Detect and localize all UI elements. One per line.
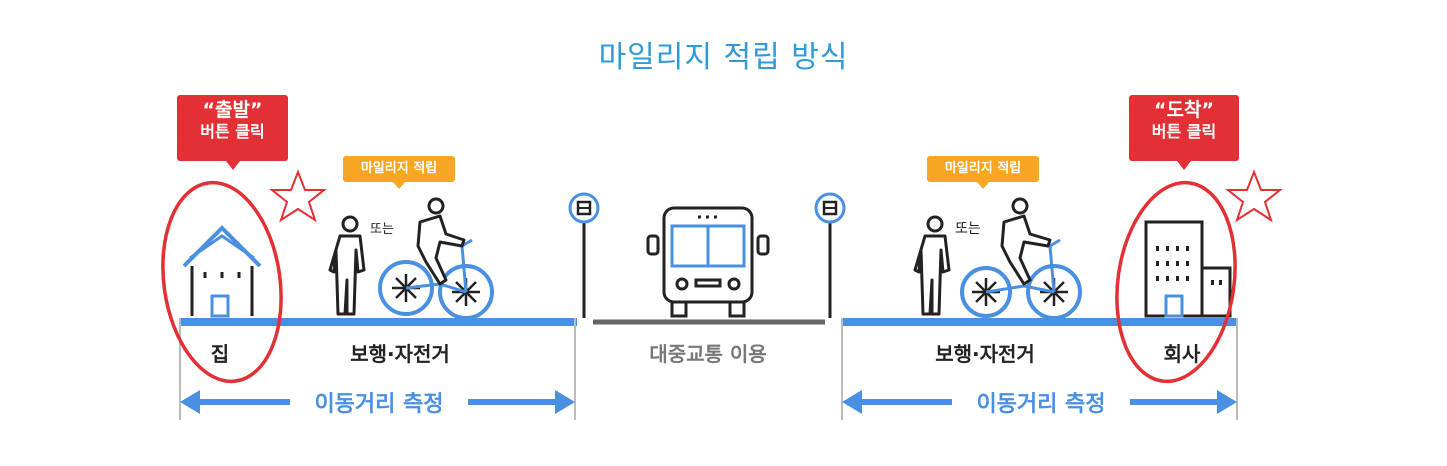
end-callout-line1: “도착” — [1154, 99, 1214, 121]
label-home: 집 — [210, 342, 230, 366]
bus-stop-icon — [568, 192, 600, 318]
pedestrian-icon — [913, 215, 951, 316]
bus-icon — [646, 206, 770, 318]
building-icon — [1144, 220, 1232, 318]
house-icon — [182, 225, 262, 318]
start-callout-line1: “출발” — [202, 99, 263, 121]
highlight-circle-start — [161, 180, 283, 384]
diagram-title: 마일리지 적립 방식 — [598, 40, 849, 75]
arrive-button-callout: “도착” 버튼 클릭 — [1129, 95, 1239, 170]
end-callout-line2: 버튼 클릭 — [1151, 122, 1217, 141]
cyclist-icon — [960, 197, 1082, 320]
or-text-left: 또는 — [370, 222, 394, 237]
pedestrian-icon — [328, 215, 366, 316]
star-icon — [1225, 169, 1283, 223]
label-walk-bike-right: 보행·자전거 — [935, 342, 1035, 366]
label-company: 회사 — [1163, 342, 1201, 366]
mileage-tag-left: 마일리지 적립 — [343, 156, 455, 189]
start-callout-line2: 버튼 클릭 — [200, 122, 265, 141]
star-icon — [269, 169, 327, 223]
bus-stop-icon — [814, 192, 846, 318]
measure-label-right: 이동거리 측정 — [952, 386, 1130, 418]
cyclist-icon — [378, 197, 494, 320]
label-walk-bike-left: 보행·자전거 — [350, 342, 450, 366]
or-text-right: 또는 — [955, 221, 981, 237]
start-button-callout: “출발” 버튼 클릭 — [177, 95, 288, 170]
label-public-transit: 대중교통 이용 — [649, 342, 767, 366]
mileage-tag-right: 마일리지 적립 — [927, 156, 1039, 189]
measure-label-left: 이동거리 측정 — [290, 386, 468, 418]
highlight-circle-end — [1115, 180, 1237, 384]
